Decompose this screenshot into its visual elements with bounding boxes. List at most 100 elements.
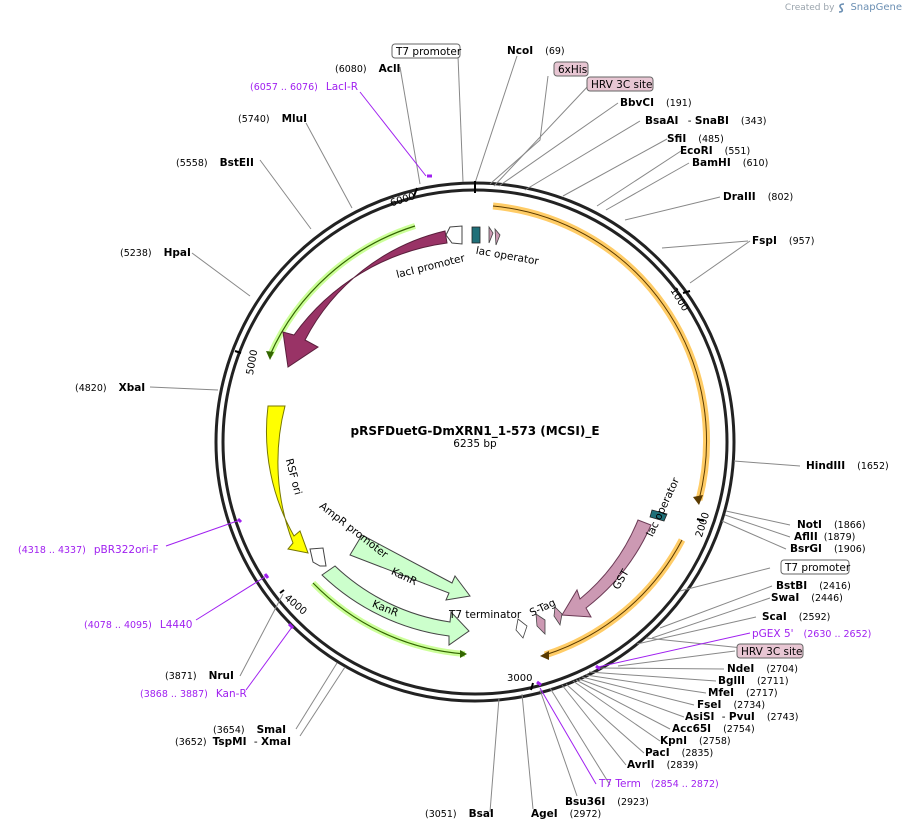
- svg-text:(3868 .. 3887)Kan-R: (3868 .. 3887)Kan-R: [140, 688, 247, 700]
- svg-text:(3051)BsaI: (3051) BsaI: [425, 808, 494, 820]
- enzyme-pos-tspmi: (3652): [175, 737, 207, 748]
- svg-text:Acc65I(2754): Acc65I(2754): [672, 723, 755, 735]
- feature-hrv3c-top: HRV 3C site: [591, 79, 652, 91]
- enzyme-name-snabi: SnaBI: [695, 115, 729, 127]
- enzyme-name-bglii: BglII: [718, 675, 745, 687]
- primer-range-pgex5: (2630 .. 2652): [804, 629, 872, 640]
- svg-text:(4078 .. 4095)L4440: (4078 .. 4095) L4440: [84, 619, 192, 631]
- enzyme-name-fsei: FseI: [697, 699, 721, 711]
- enzyme-pos-asisi: (2743): [767, 712, 799, 723]
- enzyme-pos-swai: (2446): [811, 593, 843, 604]
- enzyme-pos-bsu36i: (2923): [617, 797, 649, 808]
- enzyme-pos-bstbi: (2416): [819, 581, 851, 592]
- svg-text:(5558)BstEII: (5558)BstEII: [176, 157, 254, 169]
- svg-text:FseI(2734): FseI(2734): [697, 699, 765, 711]
- ampr-promoter-feature: [309, 547, 327, 567]
- svg-text:DraIII(802): DraIII(802): [723, 191, 793, 203]
- enzyme-pos-bsrgi: (1906): [834, 544, 866, 555]
- enzyme-name-fspi: FspI: [752, 235, 777, 247]
- enzyme-name-paci: PacI: [645, 747, 670, 759]
- svg-text:MfeI(2717): MfeI (2717): [708, 687, 778, 699]
- svg-text:pGEX 5'(2630 .. 2652): pGEX 5'(2630 .. 2652): [752, 628, 871, 640]
- snapgene-credit: Created by SnapGene: [785, 2, 902, 13]
- tick-label-6000: 6000: [389, 191, 417, 209]
- enzyme-name-avrii: AvrII: [627, 759, 655, 771]
- laci-label: lacI: [346, 273, 368, 294]
- t7-terminator-label: T7 terminator: [448, 609, 522, 621]
- enzyme-pos-smai: (3654): [213, 725, 245, 736]
- svg-text:BsaAI - SnaBI(343): BsaAI - SnaBI(343): [645, 115, 766, 127]
- primer-name-t7term: T7 Term: [598, 778, 641, 790]
- enzyme-name-bamhi: BamHI: [692, 157, 731, 169]
- svg-text:SfiI(485): SfiI (485): [667, 133, 724, 145]
- enzyme-leader-lines: [149, 55, 801, 813]
- enzyme-pos-mlui: (5740): [238, 114, 270, 125]
- enzyme-pos-mfei: (2717): [746, 688, 778, 699]
- enzyme-pos-aflii: (1879): [824, 532, 856, 543]
- feature-t7-promoter-top: T7 promoter: [395, 46, 462, 58]
- tick-label-4000: 4000: [282, 593, 309, 618]
- tick-label-3000: 3000: [507, 673, 532, 684]
- svg-text:(3652)TspMI - XmaI: (3652)TspMI - XmaI: [175, 736, 291, 748]
- primer-name-pbr322ori-f: pBR322ori-F: [94, 544, 159, 556]
- primer-range-l4440: (4078 .. 4095): [84, 620, 152, 631]
- enzyme-pos-xbai: (4820): [75, 383, 107, 394]
- credit-prefix: Created by: [784, 2, 835, 13]
- enzyme-pos-ndei: (2704): [766, 664, 798, 675]
- enzyme-pos-sfii: (485): [698, 134, 724, 145]
- enzyme-name-bbvci: BbvCI: [620, 97, 654, 109]
- green-band-laci: [266, 223, 416, 360]
- enzyme-pos-acli: (6080): [335, 64, 367, 75]
- enzyme-pos-hindiii: (1652): [857, 461, 889, 472]
- enzyme-name-kpni: KpnI: [660, 735, 687, 747]
- enzyme-name-aflii: AflII: [794, 531, 818, 543]
- svg-text:(3654)SmaI: (3654)SmaI: [213, 724, 286, 736]
- svg-text:T7 Term(2854 .. 2872): T7 Term(2854 .. 2872): [598, 778, 719, 790]
- svg-text:EcoRI(551): EcoRI(551): [680, 145, 750, 157]
- lac-operator-top-feature: [488, 225, 501, 246]
- enzyme-name-bstbi: BstBI: [776, 580, 807, 592]
- rsf-ori-feature: [265, 405, 309, 554]
- enzyme-name-ndei: NdeI: [727, 663, 754, 675]
- svg-text:(5238)HpaI: (5238)HpaI: [120, 247, 191, 259]
- svg-text:BglII(2711): BglII (2711): [718, 675, 789, 687]
- svg-text:BsrGI(1906): BsrGI(1906): [790, 543, 866, 555]
- enzyme-name-bsai: BsaI: [469, 808, 494, 820]
- t7-terminator-feature: [515, 618, 528, 639]
- enzyme-name-xmai: XmaI: [261, 736, 291, 748]
- svg-text:HindIII(1652): HindIII(1652): [806, 460, 889, 472]
- enzyme-name-sfii: SfiI: [667, 133, 686, 145]
- s-tag-label: S-Tag: [528, 597, 558, 619]
- svg-text:AvrII(2839): AvrII(2839): [627, 759, 698, 771]
- enzyme-pos-noti: (1866): [834, 520, 866, 531]
- svg-text:SwaI(2446): SwaI(2446): [771, 592, 843, 604]
- orange-band-top: [492, 202, 710, 505]
- svg-text:ScaI(2592): ScaI(2592): [762, 611, 830, 623]
- orange-band-bottom: [540, 538, 686, 660]
- laci-feature: [282, 230, 448, 368]
- kanr-feature-2: [321, 565, 470, 646]
- enzyme-pos-bsai: (3051): [425, 809, 457, 820]
- plasmid-name: pRSFDuetG-DmXRN1_1-573 (MCSI)_E: [350, 424, 599, 439]
- enzyme-name-ncoi: NcoI: [507, 45, 533, 57]
- enzyme-pos-bamhi: (610): [743, 158, 769, 169]
- svg-text:PacI(2835): PacI(2835): [645, 747, 713, 759]
- svg-text:(6080)AclI: (6080)AclI: [335, 63, 400, 75]
- enzyme-name-bsu36i: Bsu36I: [565, 796, 605, 808]
- enzyme-name-bsteii: BstEII: [220, 157, 254, 169]
- enzyme-name-mlui: MluI: [282, 113, 307, 125]
- enzyme-name-hpai: HpaI: [164, 247, 191, 259]
- primer-leader-lines: [165, 91, 751, 785]
- primer-range-kan-r: (3868 .. 3887): [140, 689, 208, 700]
- lac-operator-right-label: lac operator: [644, 475, 682, 538]
- svg-text:Bsu36I(2923): Bsu36I (2923): [565, 796, 649, 808]
- enzyme-name-mfei: MfeI: [708, 687, 734, 699]
- enzyme-name-draiii: DraIII: [723, 191, 756, 203]
- enzyme-name-bsaai: BsaAI: [645, 115, 678, 127]
- s-tag-feature: [535, 606, 563, 635]
- gst-feature: [561, 519, 652, 618]
- primer-name-l4440: L4440: [160, 619, 193, 631]
- enzyme-pos-bglii: (2711): [757, 676, 789, 687]
- scale-ticks: [234, 181, 705, 691]
